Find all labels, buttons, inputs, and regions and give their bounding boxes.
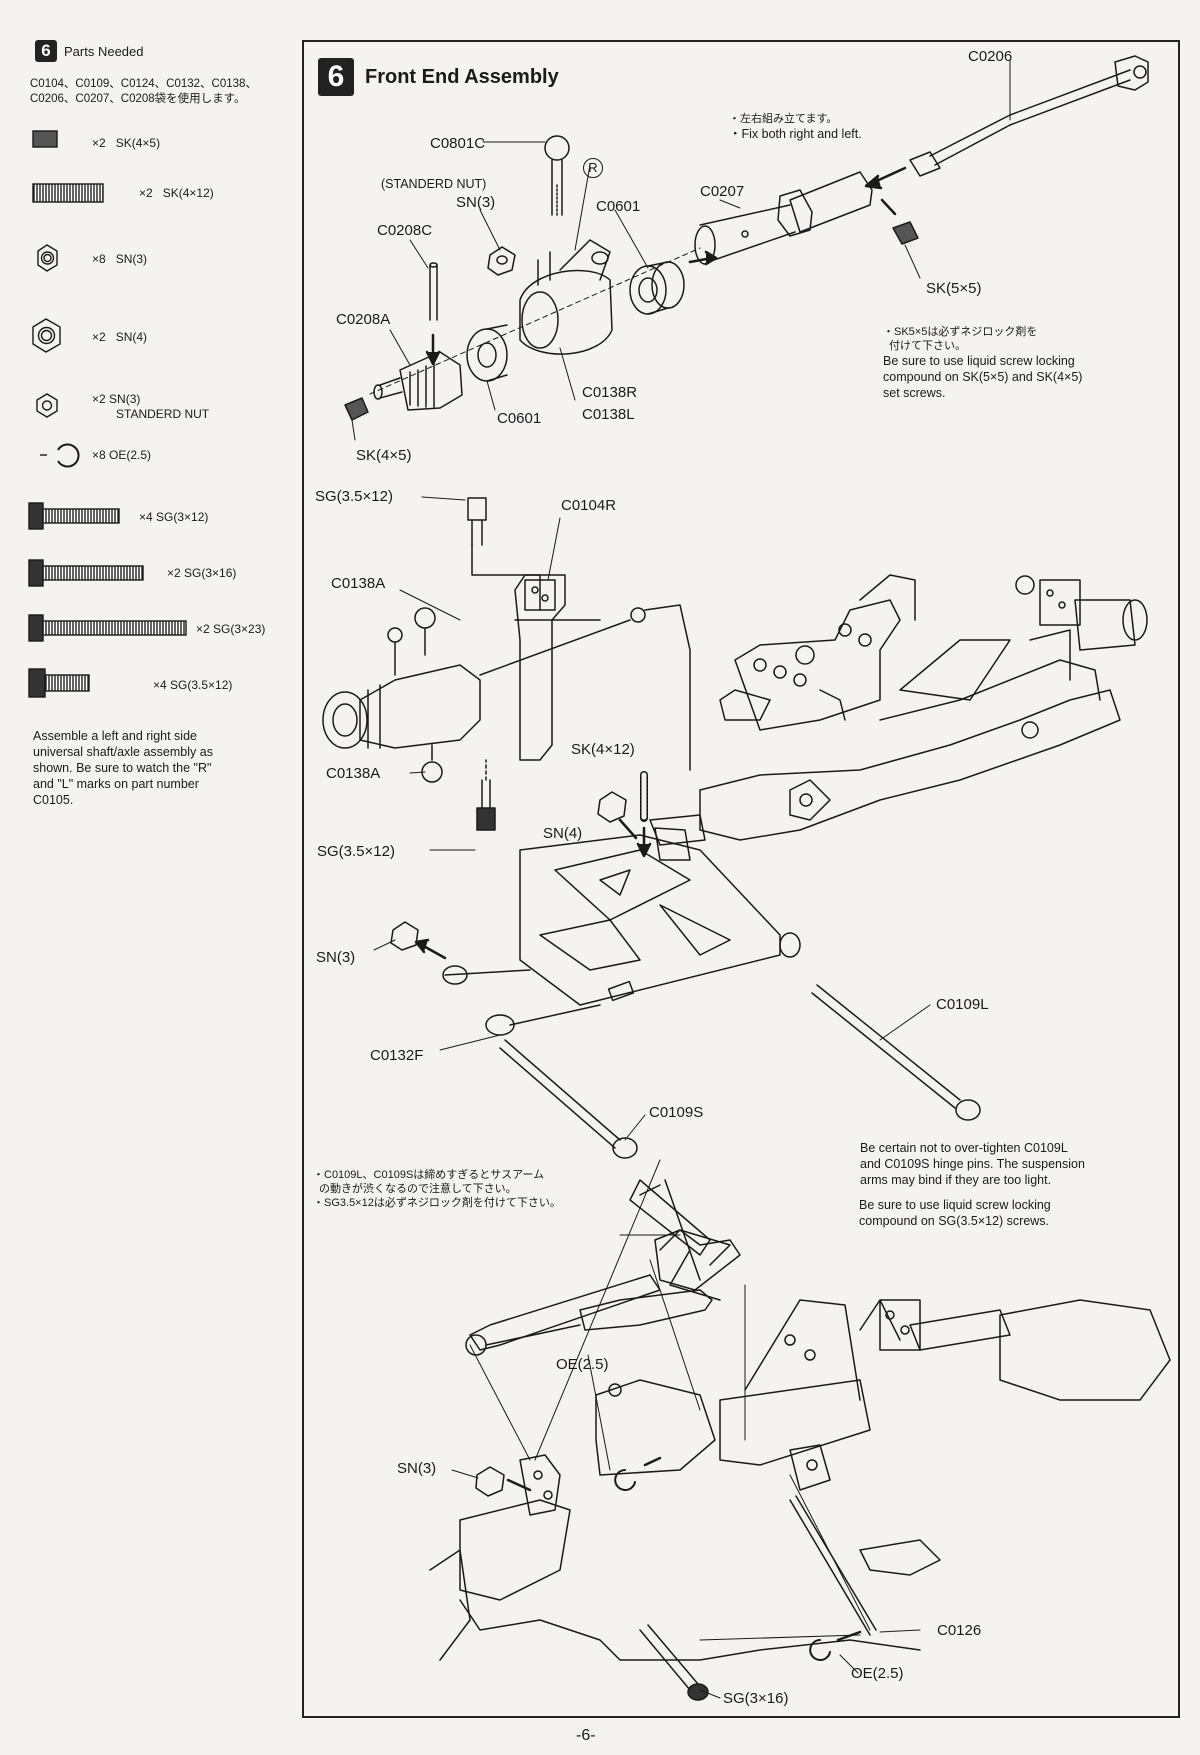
label-c0109l: C0109L <box>936 996 989 1013</box>
part-qty-sg323: ×2 SG(3×23) <box>196 622 266 636</box>
bag-note-line-2: C0206、C0207、C0208袋を使用します。 <box>30 93 246 105</box>
part-qty-oe25: ×8 OE(2.5) <box>92 448 152 462</box>
label-sk55: SK(5×5) <box>926 280 982 297</box>
label-sn3-mid: SN(3) <box>316 949 356 966</box>
part-qty-sg316: ×2 SG(3×16) <box>167 566 237 580</box>
set-screw-short-icon <box>32 130 58 148</box>
nylon-nut-small-icon <box>37 244 58 272</box>
sidebar-step-badge: 6 <box>35 40 57 62</box>
label-oe25-bottom: OE(2.5) <box>851 1665 904 1682</box>
label-c0208a: C0208A <box>336 311 391 328</box>
label-c0801c: C0801C <box>430 135 486 152</box>
label-c0104r: C0104R <box>561 497 617 514</box>
label-c0138a-top: C0138A <box>331 575 386 592</box>
part-qty-sk412: ×2 SK(4×12) <box>139 186 214 200</box>
label-c0601-bottom: C0601 <box>497 410 542 427</box>
part-qty-sg3512: ×4 SG(3.5×12) <box>153 678 233 692</box>
part-qty-sk45: ×2 SK(4×5) <box>92 136 161 150</box>
label-c0601-top: C0601 <box>596 198 641 215</box>
label-sk45: SK(4×5) <box>356 447 412 464</box>
part-qty-sg312: ×4 SG(3×12) <box>139 510 209 524</box>
label-r-mark: R <box>583 158 603 178</box>
part-qty-sn4: ×2 SN(4) <box>92 330 148 344</box>
label-c0138r: C0138R <box>582 384 638 401</box>
note-hinge-jp: ・C0109L、C0109Sは締めすぎるとサスアーム の動きが渋くなるので注意し… <box>313 1169 561 1209</box>
part-qty-sn3: ×8 SN(3) <box>92 252 148 266</box>
main-step-badge: 6 <box>318 58 354 96</box>
sidebar-description: Assemble a left and right side universal… <box>33 729 213 807</box>
label-sk412: SK(4×12) <box>571 741 635 758</box>
parts-needed-title: Parts Needed <box>64 44 144 59</box>
cap-screw-35-icon <box>28 668 90 698</box>
note-sk55-locking: ・SK5×5は必ずネジロック剤を 付けて下さい。 Be sure to use … <box>883 326 1083 400</box>
label-sn4: SN(4) <box>543 825 583 842</box>
label-sg3512-top: SG(3.5×12) <box>315 488 393 505</box>
note-hinge-en: Be certain not to over-tighten C0109L an… <box>860 1141 1085 1187</box>
standard-nut-icon <box>36 393 58 418</box>
note-fix-both: ・左右組み立てます。 ・Fix both right and left. <box>729 113 862 141</box>
label-sn3-top: SN(3) <box>456 194 496 211</box>
cap-screw-23-icon <box>28 614 187 642</box>
label-c0138a-bottom: C0138A <box>326 765 381 782</box>
note-sg-locking: Be sure to use liquid screw locking comp… <box>859 1198 1051 1228</box>
label-c0109s: C0109S <box>649 1104 704 1121</box>
set-screw-long-icon <box>32 183 104 203</box>
cap-screw-16-icon <box>28 559 144 587</box>
label-c0126: C0126 <box>937 1622 982 1639</box>
label-c0207: C0207 <box>700 183 745 200</box>
instruction-panel <box>302 40 1180 1718</box>
main-title: Front End Assembly <box>365 66 559 88</box>
label-sg316: SG(3×16) <box>723 1690 789 1707</box>
bag-note-line-1: C0104、C0109、C0124、C0132、C0138、 <box>30 78 257 90</box>
nylon-nut-large-icon <box>32 318 61 353</box>
label-standerd-nut: (STANDERD NUT) <box>381 177 487 191</box>
e-ring-icon <box>40 443 80 468</box>
label-sn3-bottom: SN(3) <box>397 1460 437 1477</box>
label-sg3512-bottom: SG(3.5×12) <box>317 843 395 860</box>
label-c0208c: C0208C <box>377 222 433 239</box>
label-oe25-top: OE(2.5) <box>556 1356 609 1373</box>
label-c0138l: C0138L <box>582 406 635 423</box>
cap-screw-12-icon <box>28 502 120 530</box>
label-c0132f: C0132F <box>370 1047 424 1064</box>
page-number: -6- <box>576 1727 596 1744</box>
parts-icons <box>28 130 187 698</box>
part-qty-standard-nut: ×2 SN(3)STANDERD NUT <box>92 392 210 421</box>
label-c0206: C0206 <box>968 48 1013 65</box>
